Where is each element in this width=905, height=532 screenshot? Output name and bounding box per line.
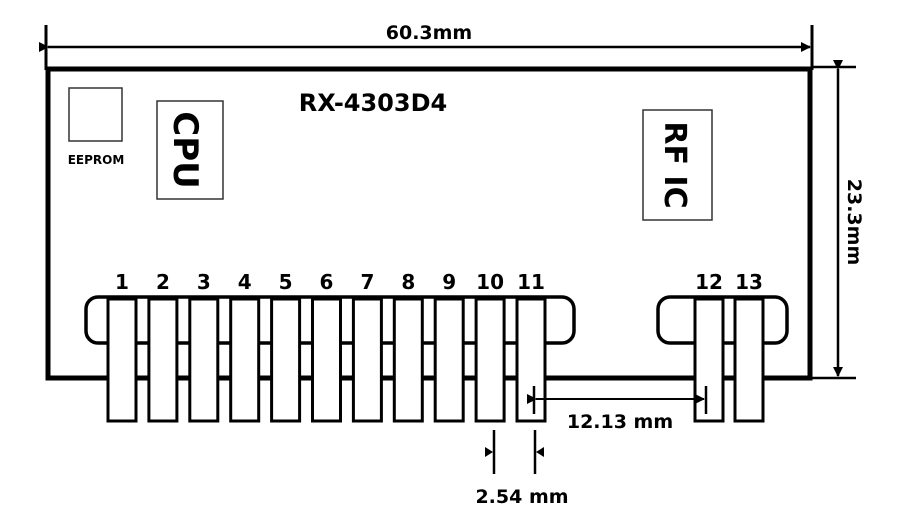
pin-10: [474, 297, 506, 423]
pin-number: 6: [320, 270, 334, 294]
pin-2: [147, 297, 179, 423]
pin-3: [188, 297, 220, 423]
pin-7: [351, 297, 383, 423]
cpu-chip: CPU: [156, 100, 224, 200]
pin-number: 3: [197, 270, 211, 294]
module-title: RX-4303D4: [299, 89, 447, 117]
pin-number: 8: [401, 270, 415, 294]
pin-number: 7: [360, 270, 374, 294]
width-dimension: 60.3mm: [39, 22, 814, 70]
height-label: 23.3mm: [843, 179, 865, 265]
pin-number: 12: [695, 270, 723, 294]
pin-number: 9: [442, 270, 456, 294]
gap-dimension: 12.13 mm: [527, 386, 708, 433]
width-label: 60.3mm: [386, 22, 472, 44]
pitch-label: 2.54 mm: [475, 486, 568, 508]
pin-number: 13: [735, 270, 763, 294]
rf-ic-label: RF IC: [657, 121, 692, 208]
cpu-label: CPU: [165, 111, 205, 188]
pin-number: 5: [279, 270, 293, 294]
pitch-dimension: 2.54 mm: [475, 430, 569, 508]
pin-4: [229, 297, 261, 423]
eeprom-label: EEPROM: [68, 153, 125, 167]
pin-number: 10: [476, 270, 504, 294]
pin-6: [311, 297, 342, 423]
pin-11: [515, 297, 547, 423]
height-dimension: 23.3mm: [812, 60, 865, 380]
pin-1: [106, 297, 138, 423]
pin-number: 4: [238, 270, 252, 294]
pin-number: 1: [115, 270, 129, 294]
pin-9: [433, 297, 465, 423]
pin-number: 11: [517, 270, 545, 294]
pin-12: [693, 297, 725, 423]
pin-number: 2: [156, 270, 170, 294]
gap-label: 12.13 mm: [567, 411, 673, 433]
pin-13: [733, 297, 765, 423]
eeprom-chip: EEPROM: [68, 87, 125, 167]
pin-5: [270, 297, 302, 423]
pin-8: [392, 297, 424, 423]
rf-ic-chip: RF IC: [642, 109, 713, 221]
